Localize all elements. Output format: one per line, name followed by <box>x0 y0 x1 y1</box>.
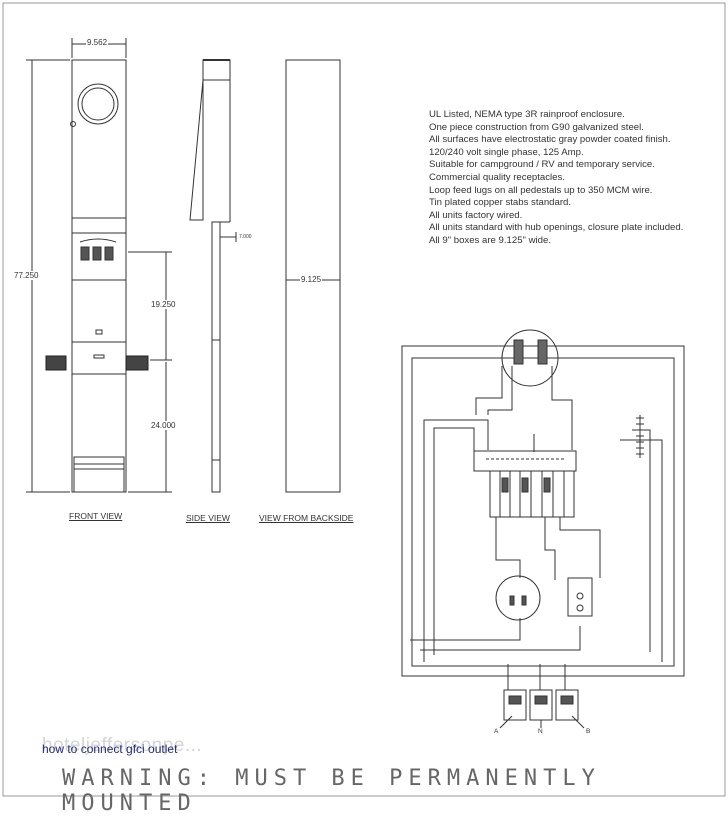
breaker-panel <box>473 450 577 518</box>
side-view-label: SIDE VIEW <box>186 513 230 523</box>
caption: how to connect gfci outlet <box>42 742 178 756</box>
schematic-frame <box>401 345 685 677</box>
spec-item: All units factory wired. <box>429 209 523 221</box>
watermark: hoteljeffersonpe... <box>42 735 203 756</box>
spec-item: UL Listed, NEMA type 3R rainproof enclos… <box>429 109 625 120</box>
back-view-label: VIEW FROM BACKSIDE <box>259 513 354 523</box>
dim-overall-height-label: 77.250 <box>13 271 40 280</box>
spec-item: Tin plated copper stabs standard. <box>429 197 572 209</box>
ground-fill-left <box>45 355 67 371</box>
back-view-outline <box>285 59 341 493</box>
terminal-b-label: B <box>586 728 591 735</box>
front-view-label: FRONT VIEW <box>69 511 123 521</box>
ground-fill-right <box>125 355 149 371</box>
ground-bar <box>636 415 644 458</box>
gfci-receptacle <box>567 577 593 617</box>
dim-width-label: 9.562 <box>86 38 109 47</box>
receptacle-wiring <box>410 517 601 690</box>
dim-back-width-label: 9.125 <box>300 275 323 284</box>
dim-mid-height-label: 19.250 <box>150 300 177 309</box>
spec-item: All 9" boxes are 9.125" wide. <box>429 234 552 246</box>
side-view-outline <box>189 59 231 493</box>
dim-side-depth-label: 7.000 <box>239 234 252 240</box>
spec-item: One piece construction from G90 galvaniz… <box>429 121 644 133</box>
terminal-a-label: A <box>494 728 499 735</box>
panel-wiring <box>423 366 663 662</box>
dim-side-depth <box>220 232 237 242</box>
spec-list: UL Listed, NEMA type 3R rainproof enclos… <box>429 109 719 248</box>
spec-item: All surfaces have electrostatic gray pow… <box>429 134 671 146</box>
spec-item: Suitable for campground / RV and tempora… <box>429 159 655 171</box>
front-view-outline <box>70 59 127 493</box>
spec-item: 120/240 volt single phase, 125 Amp. <box>429 146 584 158</box>
spec-item: Loop feed lugs on all pedestals up to 35… <box>429 184 653 196</box>
spec-item: Commercial quality receptacles. <box>429 171 565 183</box>
drawing-border <box>2 2 726 797</box>
warning-text: WARNING: MUST BE PERMANENTLY MOUNTED <box>62 766 601 816</box>
meter-socket <box>501 329 559 387</box>
feed-terminals <box>499 689 585 729</box>
dim-lower-height-label: 24.000 <box>150 421 177 430</box>
terminal-n-label: N <box>538 728 543 735</box>
spec-item: All units standard with hub openings, cl… <box>429 222 684 234</box>
pedestal-drawing <box>2 2 726 797</box>
round-receptacle <box>495 575 541 621</box>
